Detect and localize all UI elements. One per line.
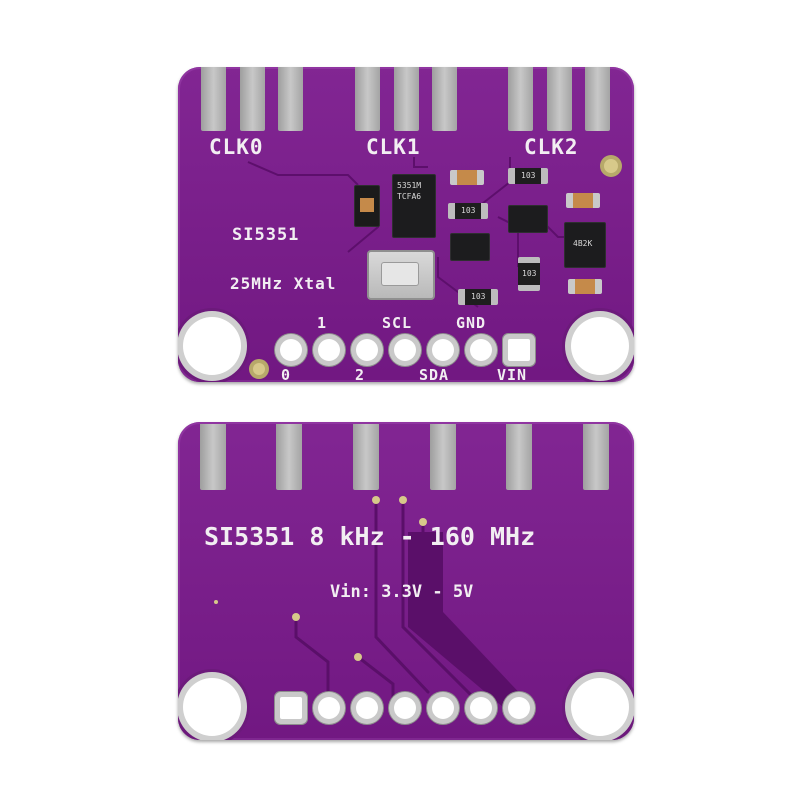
resistor-marking-1: 103 xyxy=(521,171,536,180)
pin-label-scl: SCL xyxy=(382,314,413,332)
bottom-pad-5 xyxy=(506,424,532,490)
capacitor-2 xyxy=(566,193,600,208)
clk1-pad-3 xyxy=(432,67,457,131)
voltage-regulator: 4B2K xyxy=(564,222,606,268)
bottom-pin-7 xyxy=(508,697,530,719)
capacitor-1 xyxy=(450,170,484,185)
clk1-label: CLK1 xyxy=(366,135,421,159)
bottom-pin-3 xyxy=(356,697,378,719)
pin-label-vin: VIN xyxy=(497,366,528,383)
crystal-label: 25MHz Xtal xyxy=(230,274,337,293)
header-pin-scl xyxy=(394,339,416,361)
bottom-pad-2 xyxy=(276,424,302,490)
resistor-4: 103 xyxy=(458,289,498,305)
bottom-pad-4 xyxy=(430,424,456,490)
si5351-chip: 5351M TCFA6 xyxy=(392,174,436,238)
header-pin-sda xyxy=(432,339,454,361)
transistor-2 xyxy=(508,205,548,233)
clk0-pad-2 xyxy=(240,67,265,131)
mounting-hole-bottom-left xyxy=(183,678,241,736)
bottom-pad-6 xyxy=(583,424,609,490)
mounting-hole-left xyxy=(183,317,241,375)
capacitor-left-body xyxy=(360,198,374,212)
transistor-1 xyxy=(450,233,490,261)
crystal-25mhz xyxy=(367,250,435,300)
clk2-label: CLK2 xyxy=(524,135,579,159)
bottom-pin-5 xyxy=(432,697,454,719)
clk1-pad-2 xyxy=(394,67,419,131)
resistor-1: 103 xyxy=(508,168,548,184)
clk0-pad-3 xyxy=(278,67,303,131)
chip-marking-1: 5351M xyxy=(397,181,422,190)
pin-label-sda: SDA xyxy=(419,366,450,383)
board-title: SI5351 8 kHz - 160 MHz xyxy=(204,522,536,551)
header-pin-vin xyxy=(508,339,530,361)
pcb-board-top: CLK0 CLK1 CLK2 5351M TCFA6 103 103 4B2K … xyxy=(178,67,634,382)
pin-label-0: 0 xyxy=(281,366,292,383)
bottom-pad-3 xyxy=(353,424,379,490)
clk0-label: CLK0 xyxy=(209,135,264,159)
resistor-marking-3: 103 xyxy=(522,269,537,278)
regulator-marking: 4B2K xyxy=(573,239,593,248)
bottom-pin-2 xyxy=(318,697,340,719)
voltage-label: Vin: 3.3V - 5V xyxy=(330,582,474,602)
via-bottom-left xyxy=(253,363,265,375)
header-pin-2 xyxy=(356,339,378,361)
board-shading-bottom xyxy=(178,422,634,740)
via-top-right xyxy=(604,159,618,173)
bottom-pad-1 xyxy=(200,424,226,490)
bottom-pin-6 xyxy=(470,697,492,719)
clk2-pad-2 xyxy=(547,67,572,131)
crystal-lid xyxy=(381,262,419,286)
pin-label-2: 2 xyxy=(355,366,366,383)
header-pin-gnd xyxy=(470,339,492,361)
bottom-pin-1 xyxy=(280,697,302,719)
capacitor-3 xyxy=(568,279,602,294)
chip-marking-2: TCFA6 xyxy=(397,192,422,201)
header-pin-0 xyxy=(280,339,302,361)
capacitor-left xyxy=(354,185,380,227)
mounting-hole-right xyxy=(571,317,629,375)
bottom-pin-4 xyxy=(394,697,416,719)
header-pin-1 xyxy=(318,339,340,361)
pin-label-1: 1 xyxy=(317,314,328,332)
bottom-traces xyxy=(214,496,528,711)
resistor-marking-4: 103 xyxy=(471,292,486,301)
pcb-board-bottom: SI5351 8 kHz - 160 MHz Vin: 3.3V - 5V xyxy=(178,422,634,740)
resistor-marking-2: 103 xyxy=(461,206,476,215)
pin-label-gnd: GND xyxy=(456,314,487,332)
mounting-hole-bottom-right xyxy=(571,678,629,736)
resistor-2: 103 xyxy=(448,203,488,219)
clk2-pad-1 xyxy=(508,67,533,131)
resistor-3: 103 xyxy=(518,257,540,291)
clk2-pad-3 xyxy=(585,67,610,131)
clk0-pad-1 xyxy=(201,67,226,131)
chip-name-label: SI5351 xyxy=(232,225,300,245)
clk1-pad-1 xyxy=(355,67,380,131)
